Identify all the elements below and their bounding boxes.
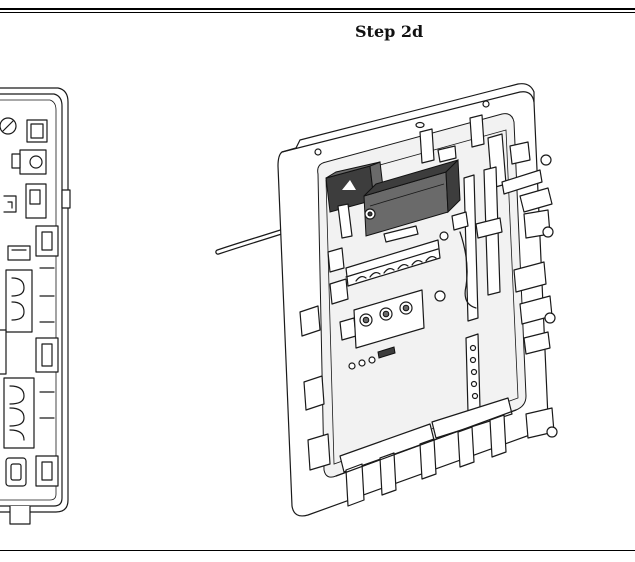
left-backplate-drawing: [0, 87, 71, 525]
step-label: Step 2d: [355, 22, 424, 41]
bottom-rule: [0, 550, 635, 551]
top-rule-thin: [0, 12, 635, 13]
top-rule: [0, 8, 635, 10]
right-backplate-drawing: [277, 83, 558, 517]
module-component: [325, 158, 469, 243]
